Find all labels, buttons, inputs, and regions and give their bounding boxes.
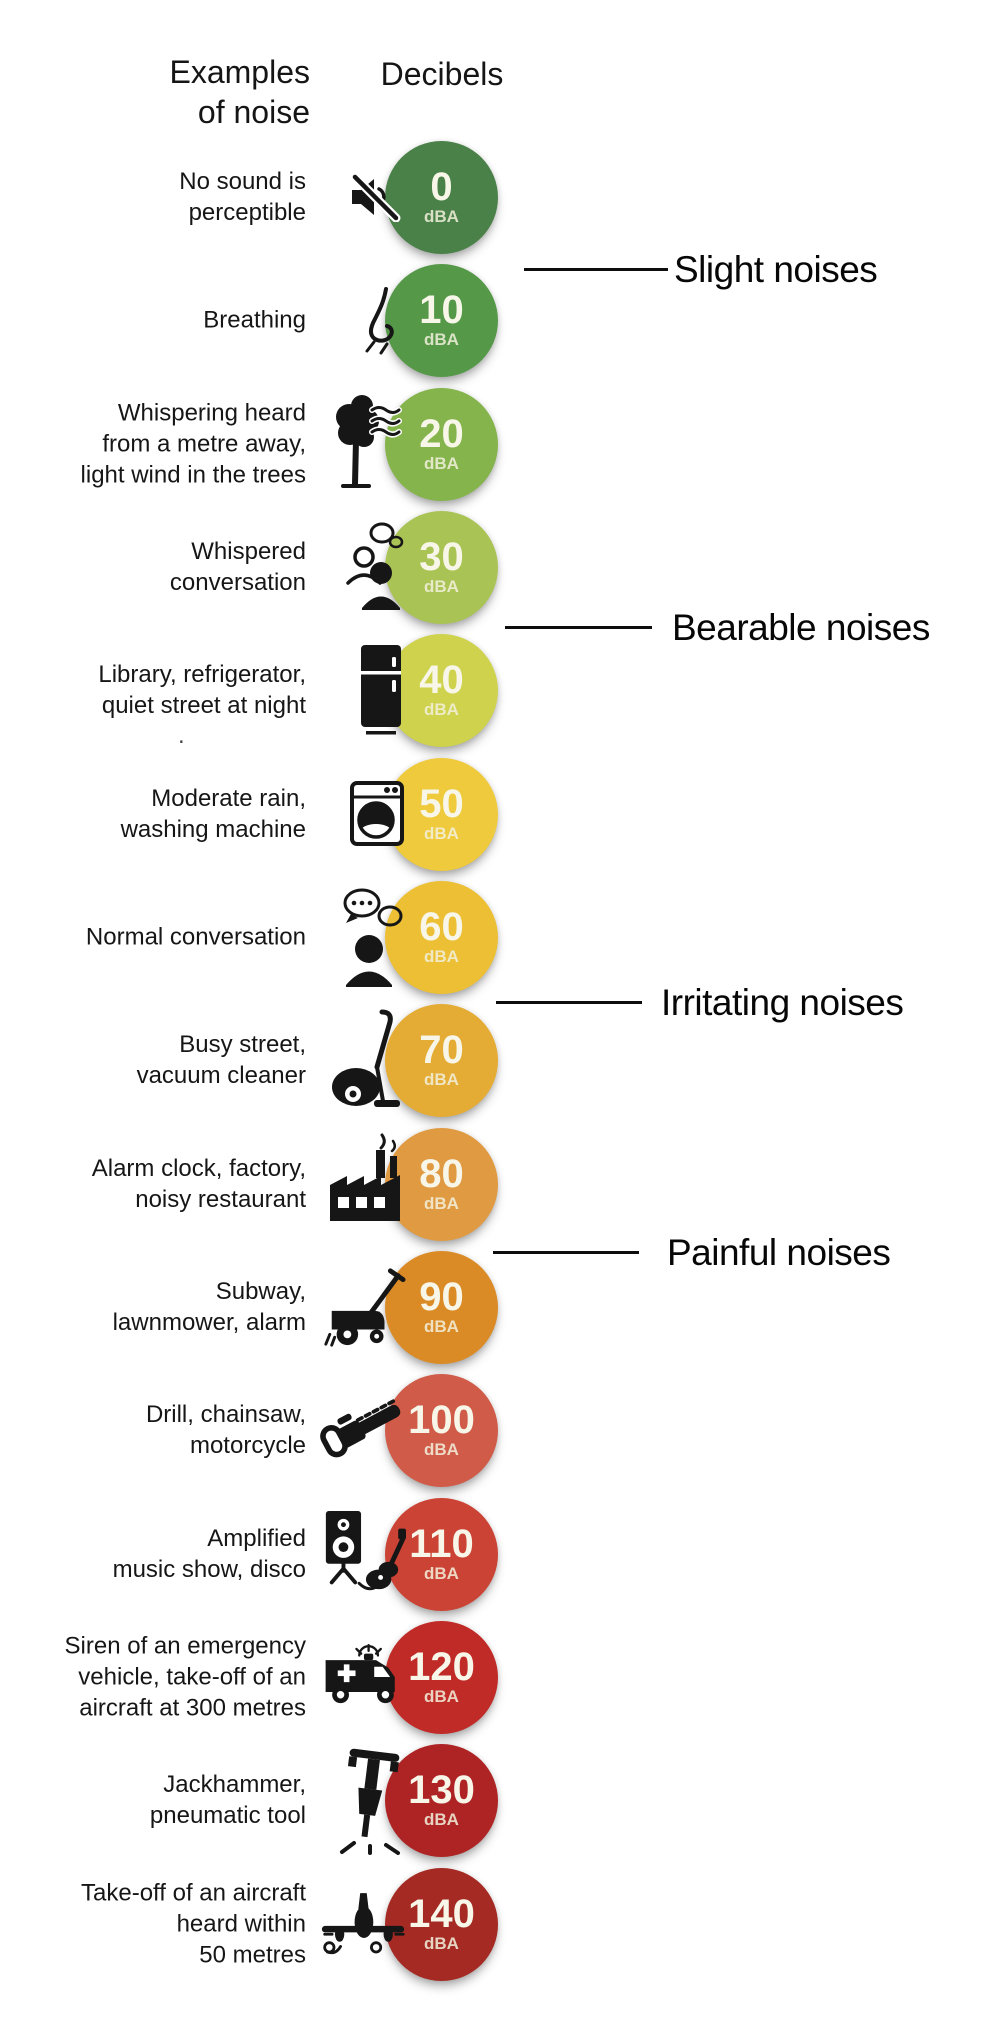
row-80-label: Alarm clock, factory, noisy restaurant [91,1155,306,1213]
muted-speaker-icon [320,172,406,222]
decibel-circle-100: 100 dBA [385,1373,498,1487]
row-30-label: Whispered conversation [169,538,306,596]
decibel-unit: dBA [424,1317,459,1336]
decibel-circle-140: 140 dBA [385,1867,498,1981]
row-120-label: Siren of an emergency vehicle, take-off … [64,1632,306,1722]
painful-noises-label: Painful noises [667,1232,891,1273]
decibel-value: 140 [408,1892,475,1936]
decibel-value: 30 [419,535,464,579]
decibel-circle-70: 70 dBA [385,1003,498,1117]
row-40-label: Library, refrigerator, quiet street at n… [98,661,306,719]
decibel-value: 100 [408,1398,475,1442]
decibel-value: 10 [419,288,464,332]
decibel-value: 50 [419,782,464,826]
decibel-circle-30: 30 dBA [385,510,498,624]
decibel-circle-80: 80 dBA [385,1127,498,1241]
decibel-unit: dBA [424,700,459,719]
row-60-label: Normal conversation [85,923,306,951]
decibel-value: 80 [419,1152,464,1196]
examples-of-noise-header: Examples of noise [10,52,311,132]
decibel-unit: dBA [424,1440,459,1459]
vacuum-cleaner-icon [320,1007,406,1113]
irritating-noises-label: Irritating noises [661,982,904,1023]
speaker-guitar-icon [320,1502,406,1606]
speech-bubbles-icon [320,885,406,989]
decibel-value: 70 [419,1028,464,1072]
factory-icon [320,1129,406,1239]
lawnmower-icon [320,1265,406,1349]
chainsaw-icon [320,1381,406,1479]
tree-wind-icon [320,390,406,498]
examples-header-line1: Examples [169,54,311,90]
refrigerator-icon [320,643,406,737]
decibel-circle-20: 20 dBA [385,387,498,501]
decibel-unit: dBA [424,947,459,966]
examples-header-line2: of noise [197,94,310,130]
irritating-noises-line [496,1001,642,1004]
decibel-unit: dBA [424,330,459,349]
decibel-circle-120: 120 dBA [385,1620,498,1734]
decibel-unit: dBA [424,454,459,473]
decibel-circle-10: 10 dBA [385,263,498,377]
decibel-circle-0: 0 dBA [385,140,498,254]
row-100-label: Drill, chainsaw, motorcycle [145,1401,306,1459]
decibel-circle-40: 40 dBA [385,633,498,747]
decibel-unit: dBA [424,1934,459,1953]
nose-breathing-icon [320,285,406,355]
stray-period: . [178,722,185,749]
decibel-unit: dBA [424,1810,459,1829]
decibel-value: 120 [408,1645,475,1689]
decibel-circle-110: 110 dBA [385,1497,498,1611]
decibels-header: Decibels [380,56,504,92]
bearable-noises-label: Bearable noises [672,607,930,648]
decibel-value: 20 [419,412,464,456]
ambulance-icon [320,1640,406,1714]
decibel-unit: dBA [424,1687,459,1706]
row-70-label: Busy street, vacuum cleaner [136,1031,306,1089]
decibel-circle-130: 130 dBA [385,1743,498,1857]
decibel-unit: dBA [424,1564,459,1583]
decibel-value: 60 [419,905,464,949]
row-130-label: Jackhammer, pneumatic tool [149,1771,306,1829]
painful-noises-line [493,1251,639,1254]
decibel-unit: dBA [424,207,459,226]
airplane-icon [320,1886,406,1962]
whispering-people-icon [320,522,406,612]
slight-noises-label: Slight noises [674,249,878,290]
decibel-circle-90: 90 dBA [385,1250,498,1364]
decibel-unit: dBA [424,824,459,843]
bearable-noises-line [505,626,652,629]
decibel-unit: dBA [424,1070,459,1089]
decibel-unit: dBA [424,577,459,596]
decibel-value: 0 [430,165,453,209]
washing-machine-icon [320,780,406,848]
decibel-unit: dBA [424,1194,459,1213]
row-90-label: Subway, lawnmower, alarm [112,1278,306,1336]
row-10-label: Breathing [203,306,306,334]
decibel-value: 130 [408,1768,475,1812]
row-50-label: Moderate rain, washing machine [120,785,306,843]
jackhammer-icon [320,1745,406,1855]
row-110-label: Amplified music show, disco [112,1525,306,1583]
decibel-value: 90 [419,1275,464,1319]
decibel-value: 40 [419,658,464,702]
decibel-value: 110 [409,1522,474,1566]
slight-noises-line [524,268,668,271]
row-0-label: No sound is perceptible [179,168,306,226]
row-140-label: Take-off of an aircraft heard within 50 … [81,1879,306,1969]
row-20-label: Whispering heard from a metre away, ligh… [80,399,306,489]
decibel-circle-60: 60 dBA [385,880,498,994]
